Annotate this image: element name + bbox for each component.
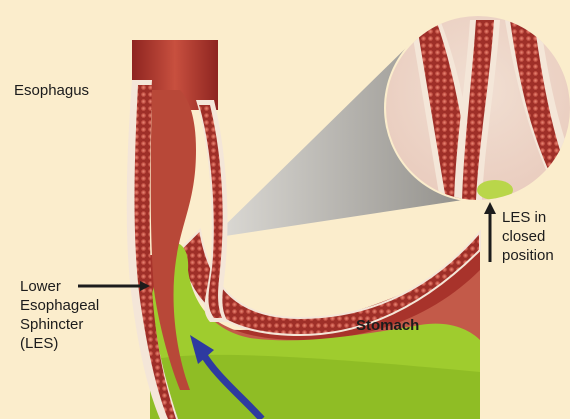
les-closed-label: LES in closed position bbox=[502, 208, 554, 265]
closed-label-line: position bbox=[502, 246, 554, 265]
stomach-label: Stomach bbox=[356, 316, 419, 335]
les-label-line: Esophageal bbox=[20, 296, 99, 315]
les-label-line: Lower bbox=[20, 277, 99, 296]
closed-pointer-head bbox=[484, 202, 496, 214]
esophagus-label: Esophagus bbox=[14, 81, 89, 100]
les-label: Lower Esophageal Sphincter (LES) bbox=[20, 277, 99, 353]
les-label-line: (LES) bbox=[20, 334, 99, 353]
closed-label-line: LES in bbox=[502, 208, 554, 227]
les-label-line: Sphincter bbox=[20, 315, 99, 334]
closed-label-line: closed bbox=[502, 227, 554, 246]
